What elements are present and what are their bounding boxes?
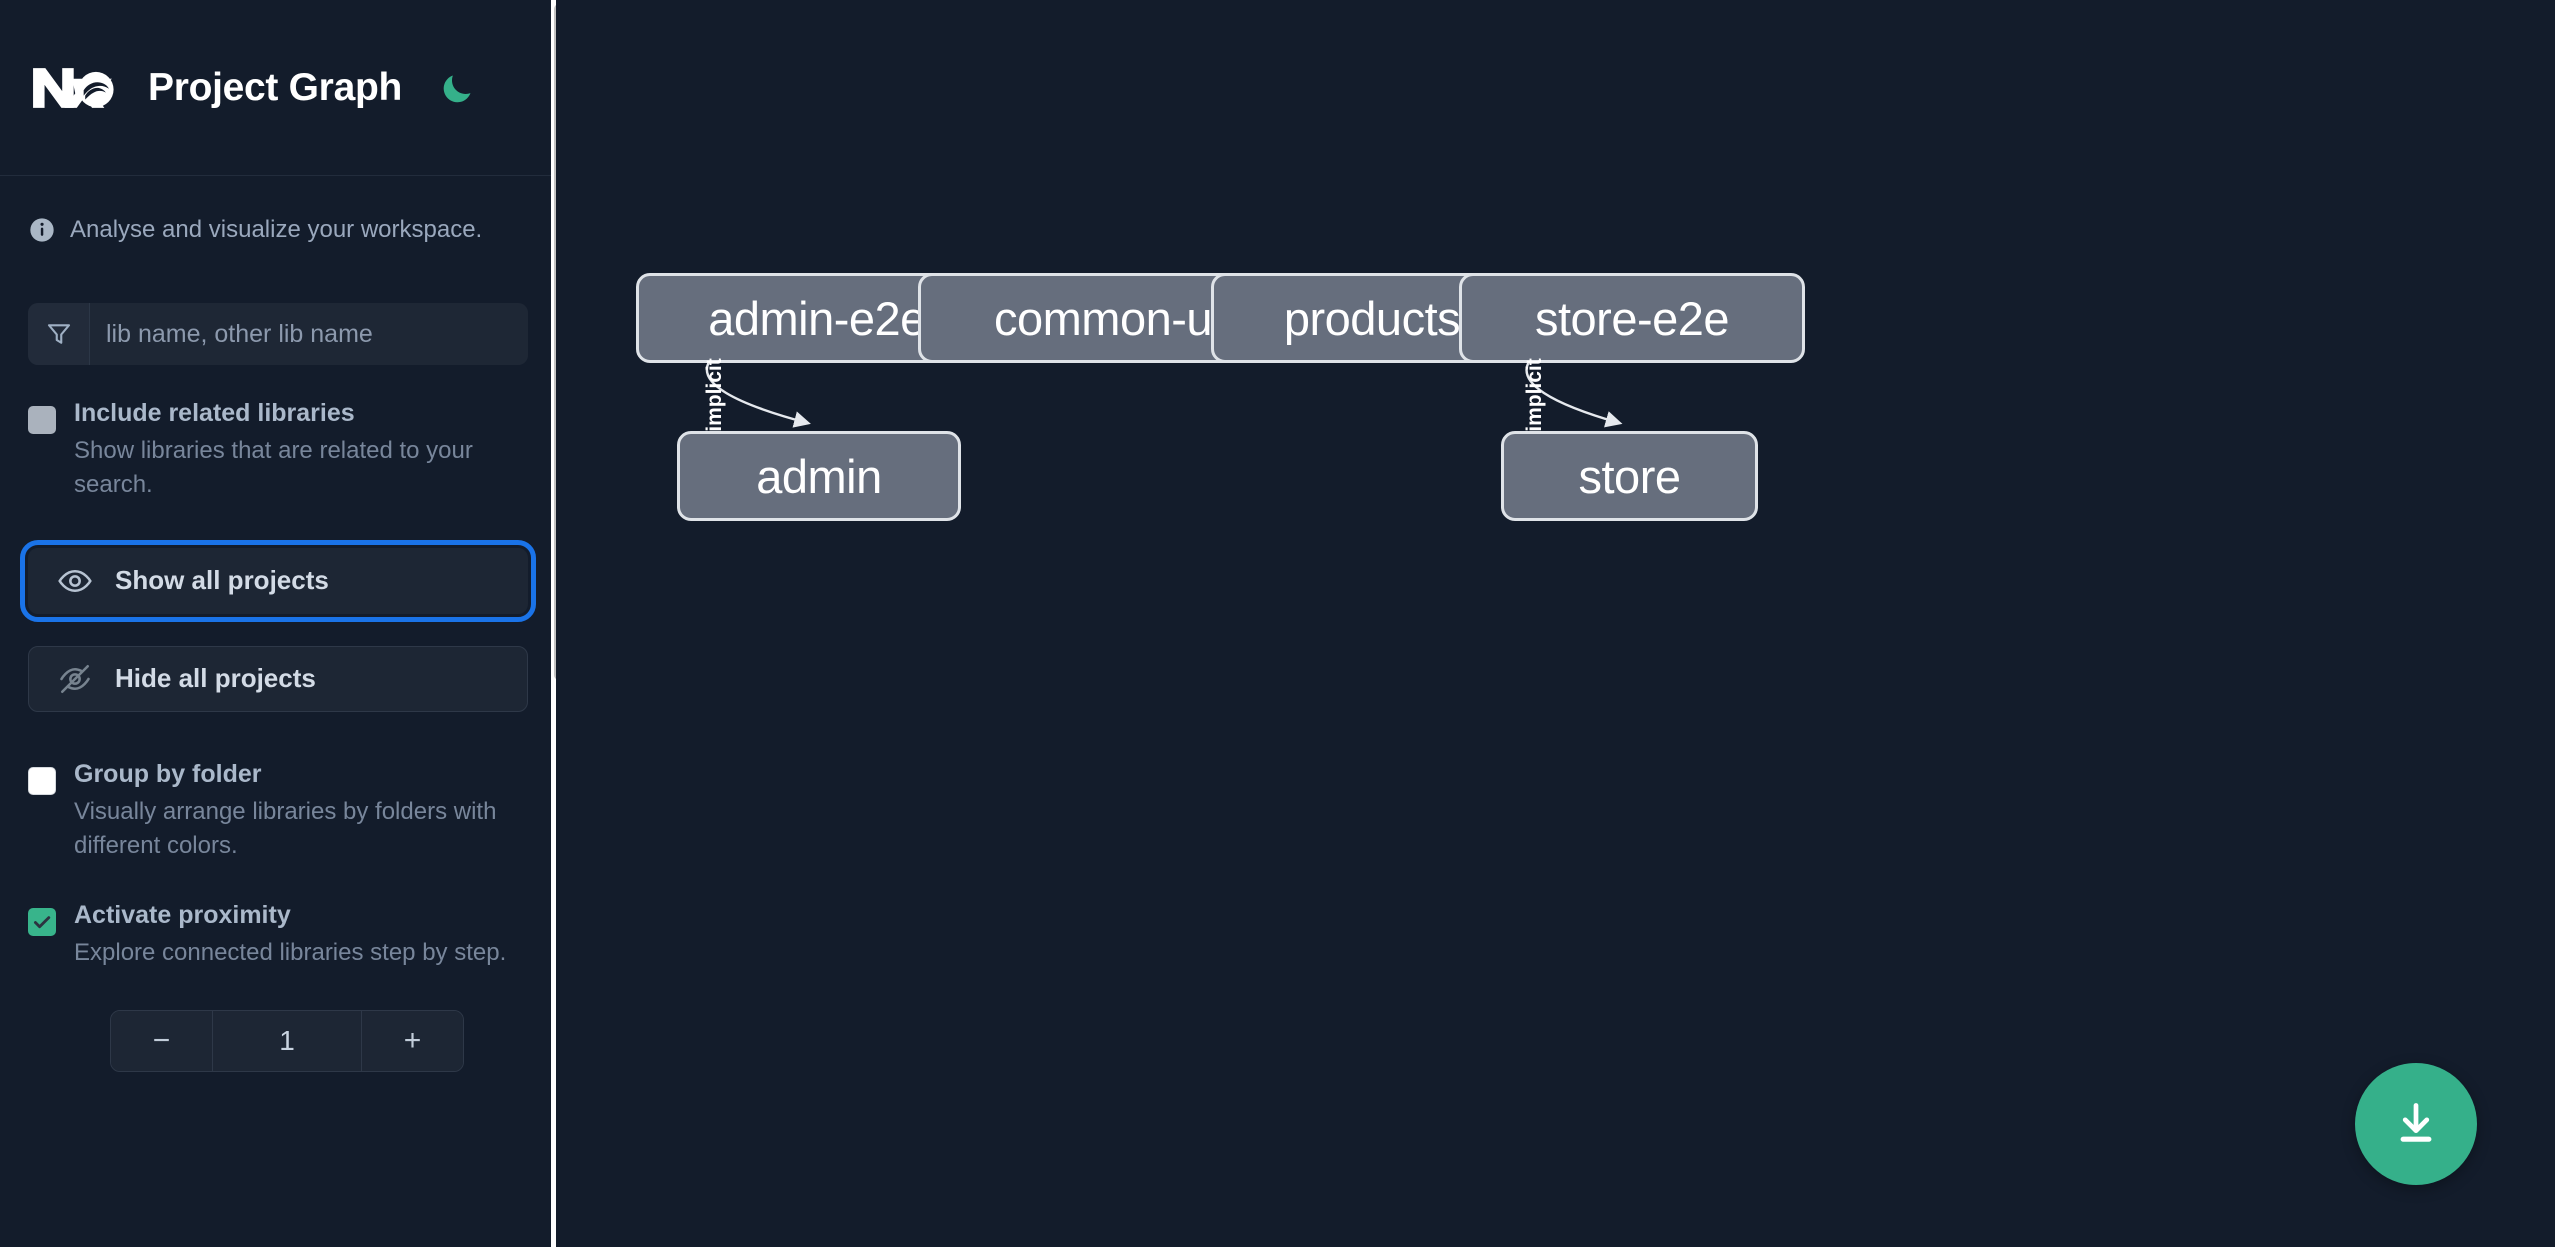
hide-all-projects-button[interactable]: Hide all projects	[28, 645, 528, 712]
moon-icon[interactable]	[436, 67, 478, 109]
group-by-folder-checkbox[interactable]	[28, 766, 56, 795]
graph-node-store-e2e[interactable]: store-e2e	[1459, 273, 1805, 363]
workspace-note-text: Analyse and visualize your workspace.	[70, 216, 483, 243]
proximity-stepper: − 1 +	[110, 1009, 464, 1072]
option-group-by-folder[interactable]: Group by folder Visually arrange librari…	[0, 760, 556, 863]
sidebar-scrollbar[interactable]	[551, 0, 556, 1247]
hide-all-projects-label: Hide all projects	[115, 663, 316, 694]
graph-edge-store-e2e-to-store	[1525, 362, 1623, 428]
graph-node-store[interactable]: store	[1501, 431, 1758, 521]
option-label: Include related libraries	[74, 399, 355, 427]
option-activate-proximity[interactable]: Activate proximity Explore connected lib…	[0, 901, 556, 970]
proximity-value: 1	[213, 1010, 361, 1071]
option-description: Visually arrange libraries by folders wi…	[74, 797, 497, 859]
proximity-stepper-wrap: − 1 +	[0, 1009, 556, 1072]
option-label: Activate proximity	[74, 900, 291, 929]
info-icon	[28, 216, 56, 244]
option-label: Group by folder	[74, 759, 262, 788]
graph-edge-admin-e2e-to-admin	[705, 362, 811, 428]
nx-logo	[30, 57, 122, 119]
sidebar: Project Graph Analyse and visualize your…	[0, 0, 556, 1247]
proximity-decrement-button[interactable]: −	[111, 1010, 213, 1071]
workspace-note: Analyse and visualize your workspace.	[0, 176, 556, 248]
sidebar-body: Analyse and visualize your workspace. In…	[0, 176, 556, 1072]
option-description: Explore connected libraries step by step…	[74, 938, 507, 966]
page-title: Project Graph	[148, 65, 402, 109]
project-visibility-buttons: Show all projects Hide all projects	[0, 539, 556, 712]
sidebar-scrollbar-thumb[interactable]	[554, 4, 556, 680]
eye-off-icon	[57, 661, 93, 697]
download-button[interactable]	[2355, 1063, 2477, 1185]
proximity-increment-button[interactable]: +	[361, 1010, 463, 1071]
funnel-icon	[28, 303, 90, 365]
search-input[interactable]	[90, 303, 528, 365]
filter-box[interactable]	[28, 303, 528, 365]
filter-row	[0, 248, 556, 365]
option-description: Show libraries that are related to your …	[74, 436, 473, 498]
download-icon	[2389, 1096, 2443, 1153]
graph-node-admin[interactable]: admin	[677, 431, 961, 521]
graph-edges	[705, 362, 1623, 428]
activate-proximity-checkbox[interactable]	[28, 907, 56, 936]
eye-icon	[57, 563, 93, 599]
show-all-projects-button[interactable]: Show all projects	[20, 539, 536, 622]
show-all-projects-label: Show all projects	[115, 565, 329, 596]
option-include-related-libraries[interactable]: Include related libraries Show libraries…	[0, 399, 556, 502]
include-related-libraries-checkbox[interactable]	[28, 406, 56, 434]
sidebar-header: Project Graph	[0, 0, 556, 176]
